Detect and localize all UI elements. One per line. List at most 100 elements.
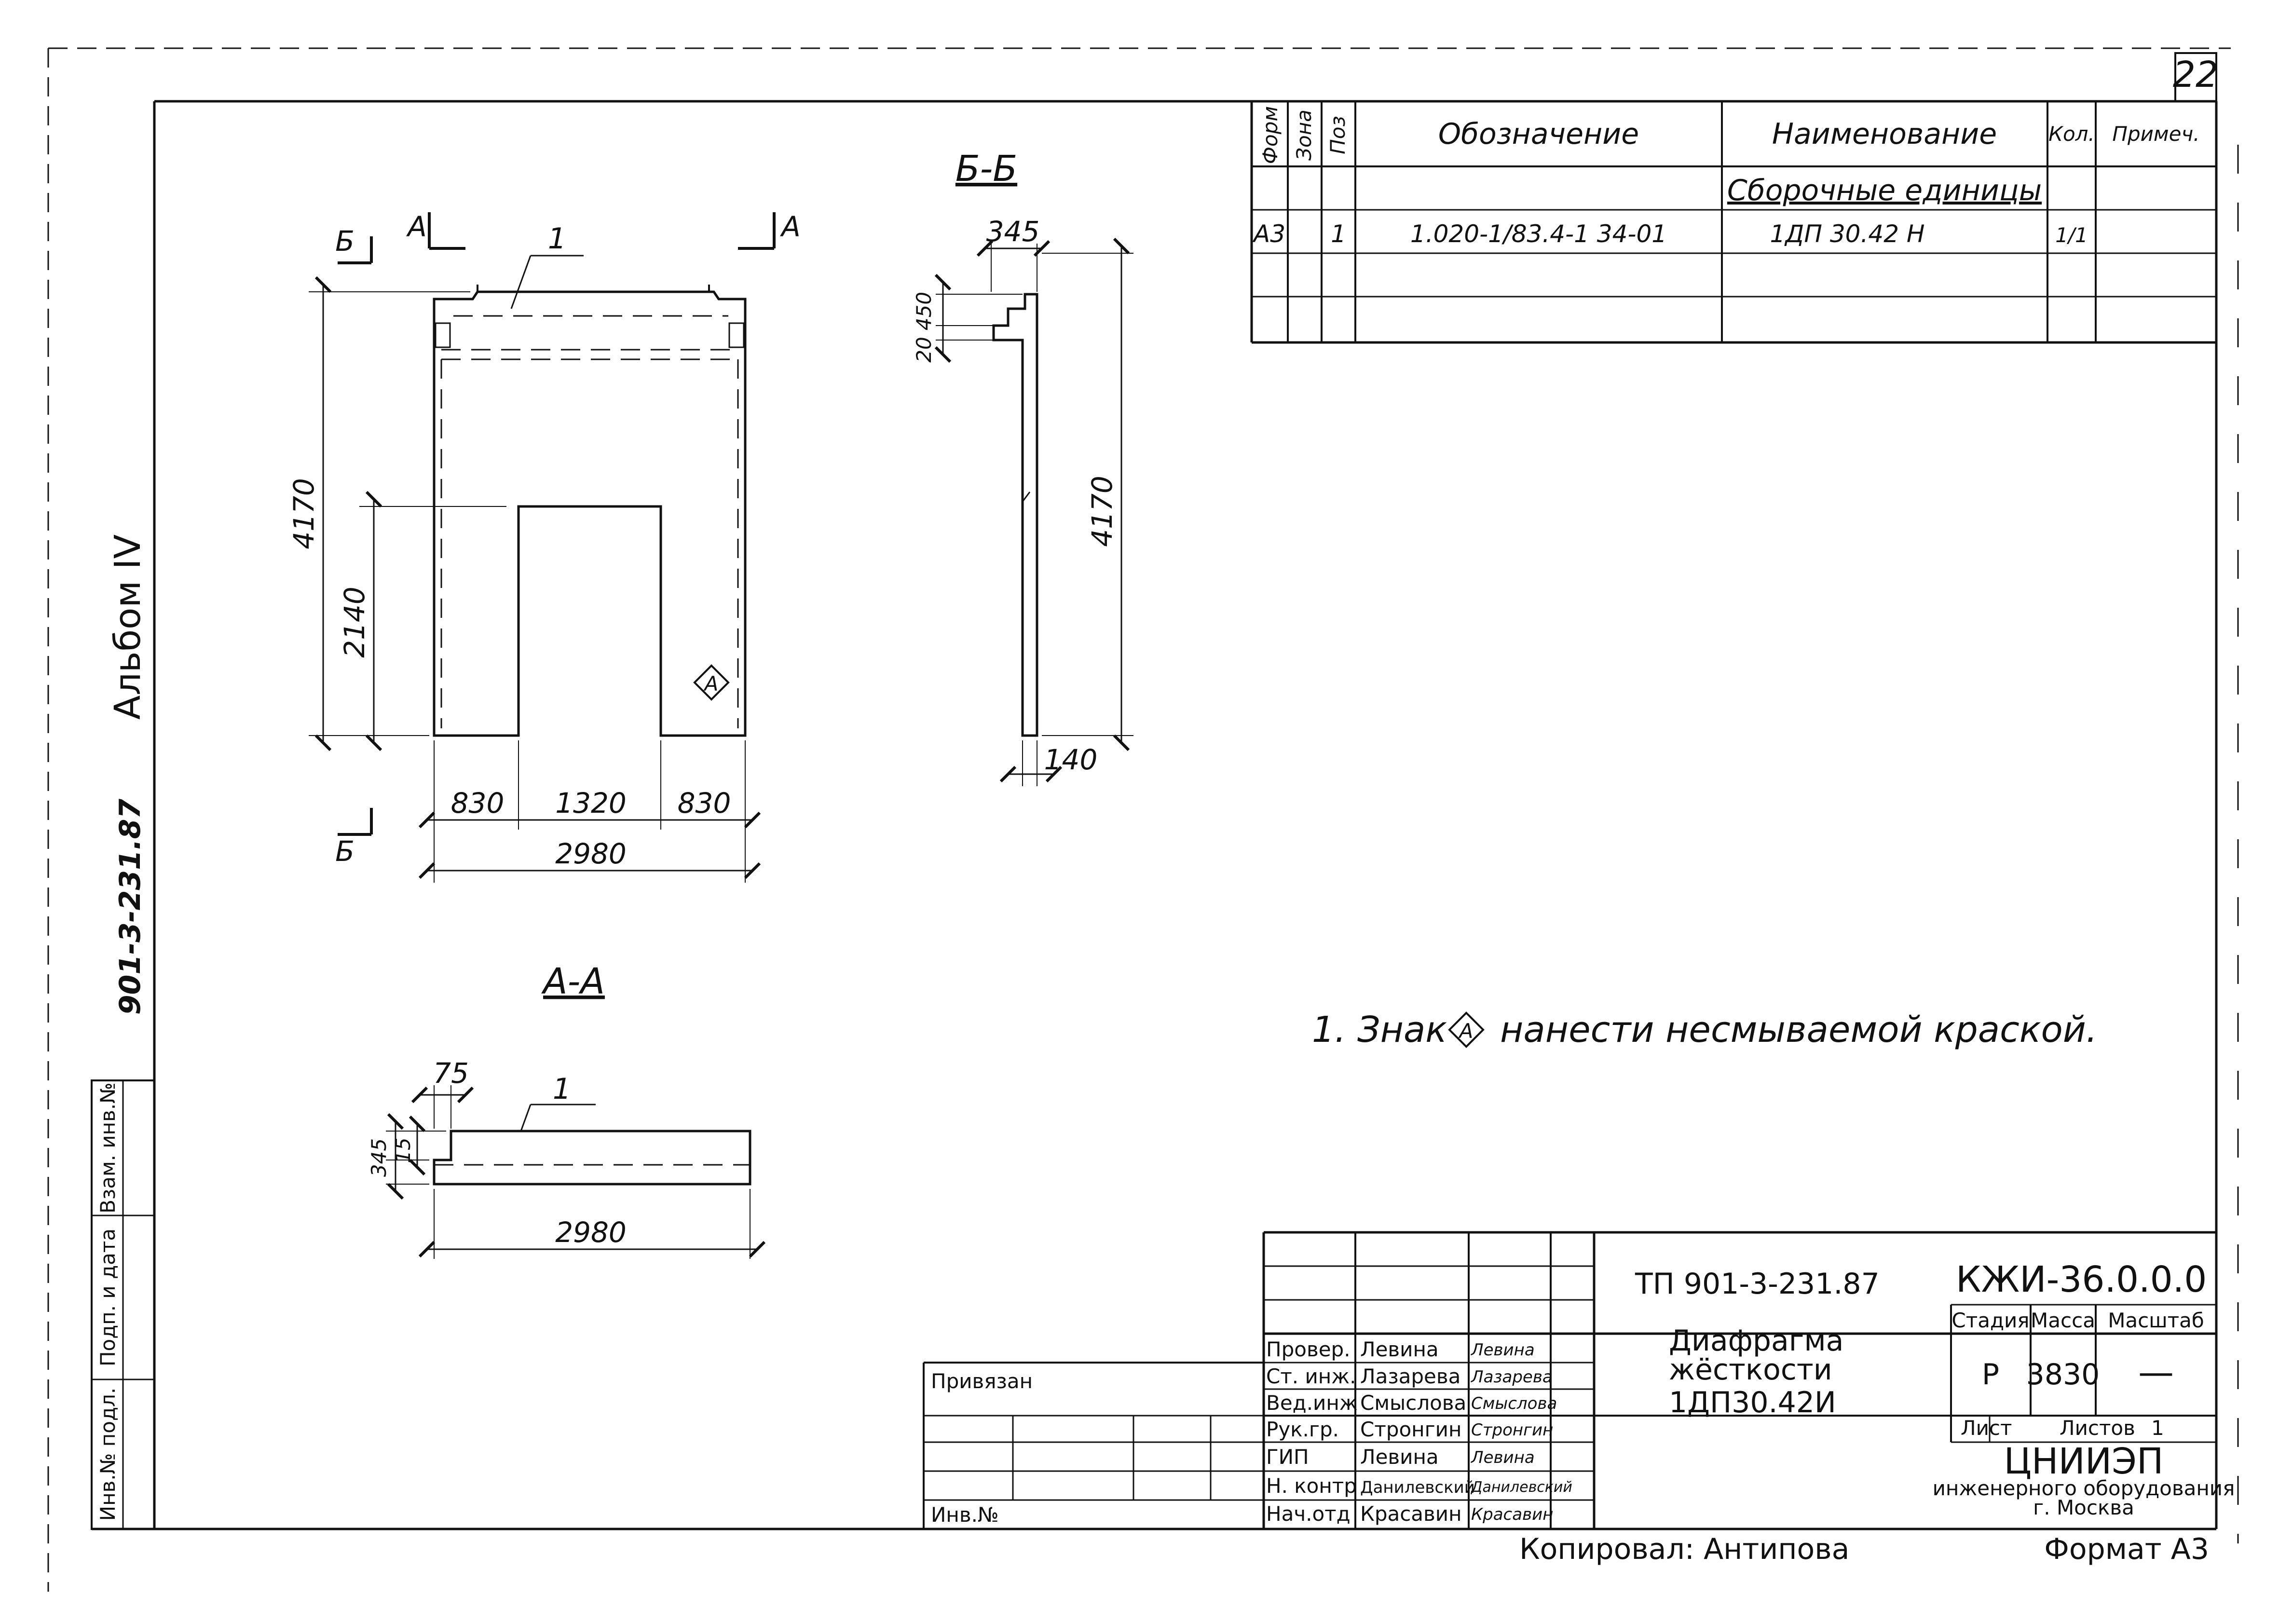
title-line-2: жёсткости <box>1669 1353 1832 1387</box>
name-norm-control: Данилевский <box>1360 1478 1475 1497</box>
side-col-inv: Инв.№ подл. <box>96 1388 120 1521</box>
plan-leader-label: 1 <box>553 1072 571 1106</box>
page-number-box: 22 <box>2173 52 2218 102</box>
sign-norm-control: Данилевский <box>1470 1479 1572 1496</box>
cut-a-right-label: А <box>779 210 801 243</box>
front-view-dimensions: 1 4170 2140 830 1320 830 2980 <box>287 222 761 883</box>
role-senior-engineer: Ст. инж. <box>1266 1365 1356 1388</box>
album-label: Альбом IV <box>107 534 149 720</box>
section-bb-title: Б-Б <box>955 148 1017 190</box>
organization-city: г. Москва <box>2033 1496 2134 1519</box>
name-checked: Левина <box>1360 1337 1439 1361</box>
note-text: нанести несмываемой краской. <box>1500 1009 2097 1051</box>
cut-markers: Б Б А А <box>335 210 801 868</box>
cut-b-top-label: Б <box>335 225 355 258</box>
role-department-head: Нач.отд <box>1266 1502 1351 1526</box>
side-col-replace: Взам. инв.№ <box>96 1082 120 1214</box>
note-mark: А <box>1458 1019 1474 1043</box>
sign-chief-engineer: Левина <box>1470 1448 1535 1467</box>
side-code: 901-3-231.87 <box>113 799 147 1015</box>
sign-department-head: Красавин <box>1471 1505 1553 1524</box>
spec-table: Форм Зона Поз Обозначение Наименование К… <box>1250 101 2216 344</box>
front-leader-label: 1 <box>548 222 566 256</box>
role-checked: Провер. <box>1266 1337 1351 1361</box>
role-group-head: Рук.гр. <box>1266 1418 1339 1441</box>
sheets-value: 1 <box>2151 1416 2164 1440</box>
section-aa-title: А-А <box>541 961 605 1002</box>
organization-line-2: инженерного оборудования <box>1933 1476 2235 1500</box>
name-group-head: Стронгин <box>1360 1418 1461 1441</box>
role-norm-control: Н. контр <box>1266 1474 1357 1498</box>
section-aa: А-А 1 75 345 15 2980 <box>367 961 766 1259</box>
dim-middle: 1320 <box>555 787 627 819</box>
note-prefix: 1. Знак <box>1312 1009 1447 1051</box>
sign-senior-engineer: Лазарева <box>1470 1367 1553 1387</box>
bound-label: Привязан <box>931 1369 1033 1393</box>
stage-value: Р <box>1982 1358 1999 1392</box>
spec-head-designation: Обозначение <box>1438 117 1639 151</box>
trim-lines <box>47 47 2239 1592</box>
spec-head-note: Примеч. <box>2112 122 2199 146</box>
spec-head-pos: Поз <box>1326 116 1350 154</box>
cut-b-bottom-label: Б <box>335 835 355 868</box>
dim-left: 830 <box>451 787 505 819</box>
sign-lead-engineer: Смыслова <box>1471 1394 1557 1413</box>
dim-front-height: 4170 <box>287 478 320 549</box>
binding-block: Привязан Инв.№ <box>923 1362 1264 1529</box>
side-strip: Альбом IV 901-3-231.87 Взам. инв.№ Подп.… <box>91 534 155 1530</box>
inventory-label: Инв.№ <box>931 1503 999 1527</box>
title-block: ТП 901-3-231.87 КЖИ-36.0.0.0 Диафрагма ж… <box>1262 1231 2235 1529</box>
name-department-head: Красавин <box>1360 1502 1462 1526</box>
dim-right: 830 <box>678 787 731 819</box>
drawing-frame <box>92 100 2218 1530</box>
section-bb: Б-Б 345 450 20 4170 140 <box>912 148 1133 786</box>
sheets-label: Листов <box>2060 1416 2135 1440</box>
name-lead-engineer: Смыслова <box>1360 1391 1466 1415</box>
dim-total-width: 2980 <box>555 837 627 870</box>
title-line-1: Диафрагма <box>1669 1324 1843 1358</box>
project-code: ТП 901-3-231.87 <box>1635 1267 1880 1301</box>
spec-head-format: Форм <box>1258 106 1282 164</box>
dim-side-20: 20 <box>912 337 936 362</box>
footer: Копировал: Антипова Формат А3 <box>1519 1532 2209 1566</box>
spec-cell-pos: 1 <box>1331 220 1346 248</box>
dim-plan-75: 75 <box>433 1057 469 1090</box>
dim-side-450: 450 <box>912 292 936 330</box>
cut-a-left-label: А <box>406 210 427 243</box>
role-chief-engineer: ГИП <box>1266 1445 1309 1469</box>
organization-name: ЦНИИЭП <box>2004 1441 2163 1482</box>
mass-label: Масса <box>2031 1309 2095 1332</box>
dim-plan-345: 345 <box>367 1138 391 1177</box>
front-view: А <box>433 285 747 737</box>
side-col-sign: Подп. и дата <box>96 1228 120 1366</box>
name-chief-engineer: Левина <box>1360 1445 1439 1469</box>
spec-section-title: Сборочные единицы <box>1727 174 2042 207</box>
spec-cell-designation: 1.020-1/83.4-1 34-01 <box>1410 220 1667 248</box>
spec-head-zone: Зона <box>1292 109 1316 161</box>
copied-by: Копировал: Антипова <box>1519 1532 1849 1566</box>
document-code: КЖИ-36.0.0.0 <box>1956 1259 2207 1300</box>
marking-symbol: А <box>703 672 719 696</box>
dim-opening-height: 2140 <box>338 587 371 658</box>
dim-side-height: 4170 <box>1086 476 1119 547</box>
spec-cell-qty: 1/1 <box>2055 223 2088 247</box>
spec-cell-format: А3 <box>1252 220 1285 248</box>
dim-plan-width: 2980 <box>555 1216 627 1249</box>
sign-checked: Левина <box>1470 1340 1535 1360</box>
sign-group-head: Стронгин <box>1471 1420 1553 1440</box>
mass-value: 3830 <box>2026 1358 2100 1392</box>
scale-value: — <box>2138 1351 2174 1393</box>
sheet-label: Лист <box>1961 1416 2012 1440</box>
note: 1. Знак А нанести несмываемой краской. <box>1312 1009 2097 1051</box>
dim-side-top: 345 <box>986 215 1040 248</box>
dim-side-thickness: 140 <box>1044 743 1098 776</box>
title-line-3: 1ДП30.42И <box>1669 1386 1836 1419</box>
name-senior-engineer: Лазарева <box>1360 1365 1460 1388</box>
spec-head-name: Наименование <box>1772 117 1997 151</box>
role-lead-engineer: Вед.инж <box>1266 1391 1358 1415</box>
stage-label: Стадия <box>1951 1309 2029 1332</box>
dim-plan-15: 15 <box>391 1137 415 1163</box>
spec-head-qty: Кол. <box>2048 122 2095 146</box>
spec-cell-name: 1ДП 30.42 Н <box>1770 220 1925 248</box>
